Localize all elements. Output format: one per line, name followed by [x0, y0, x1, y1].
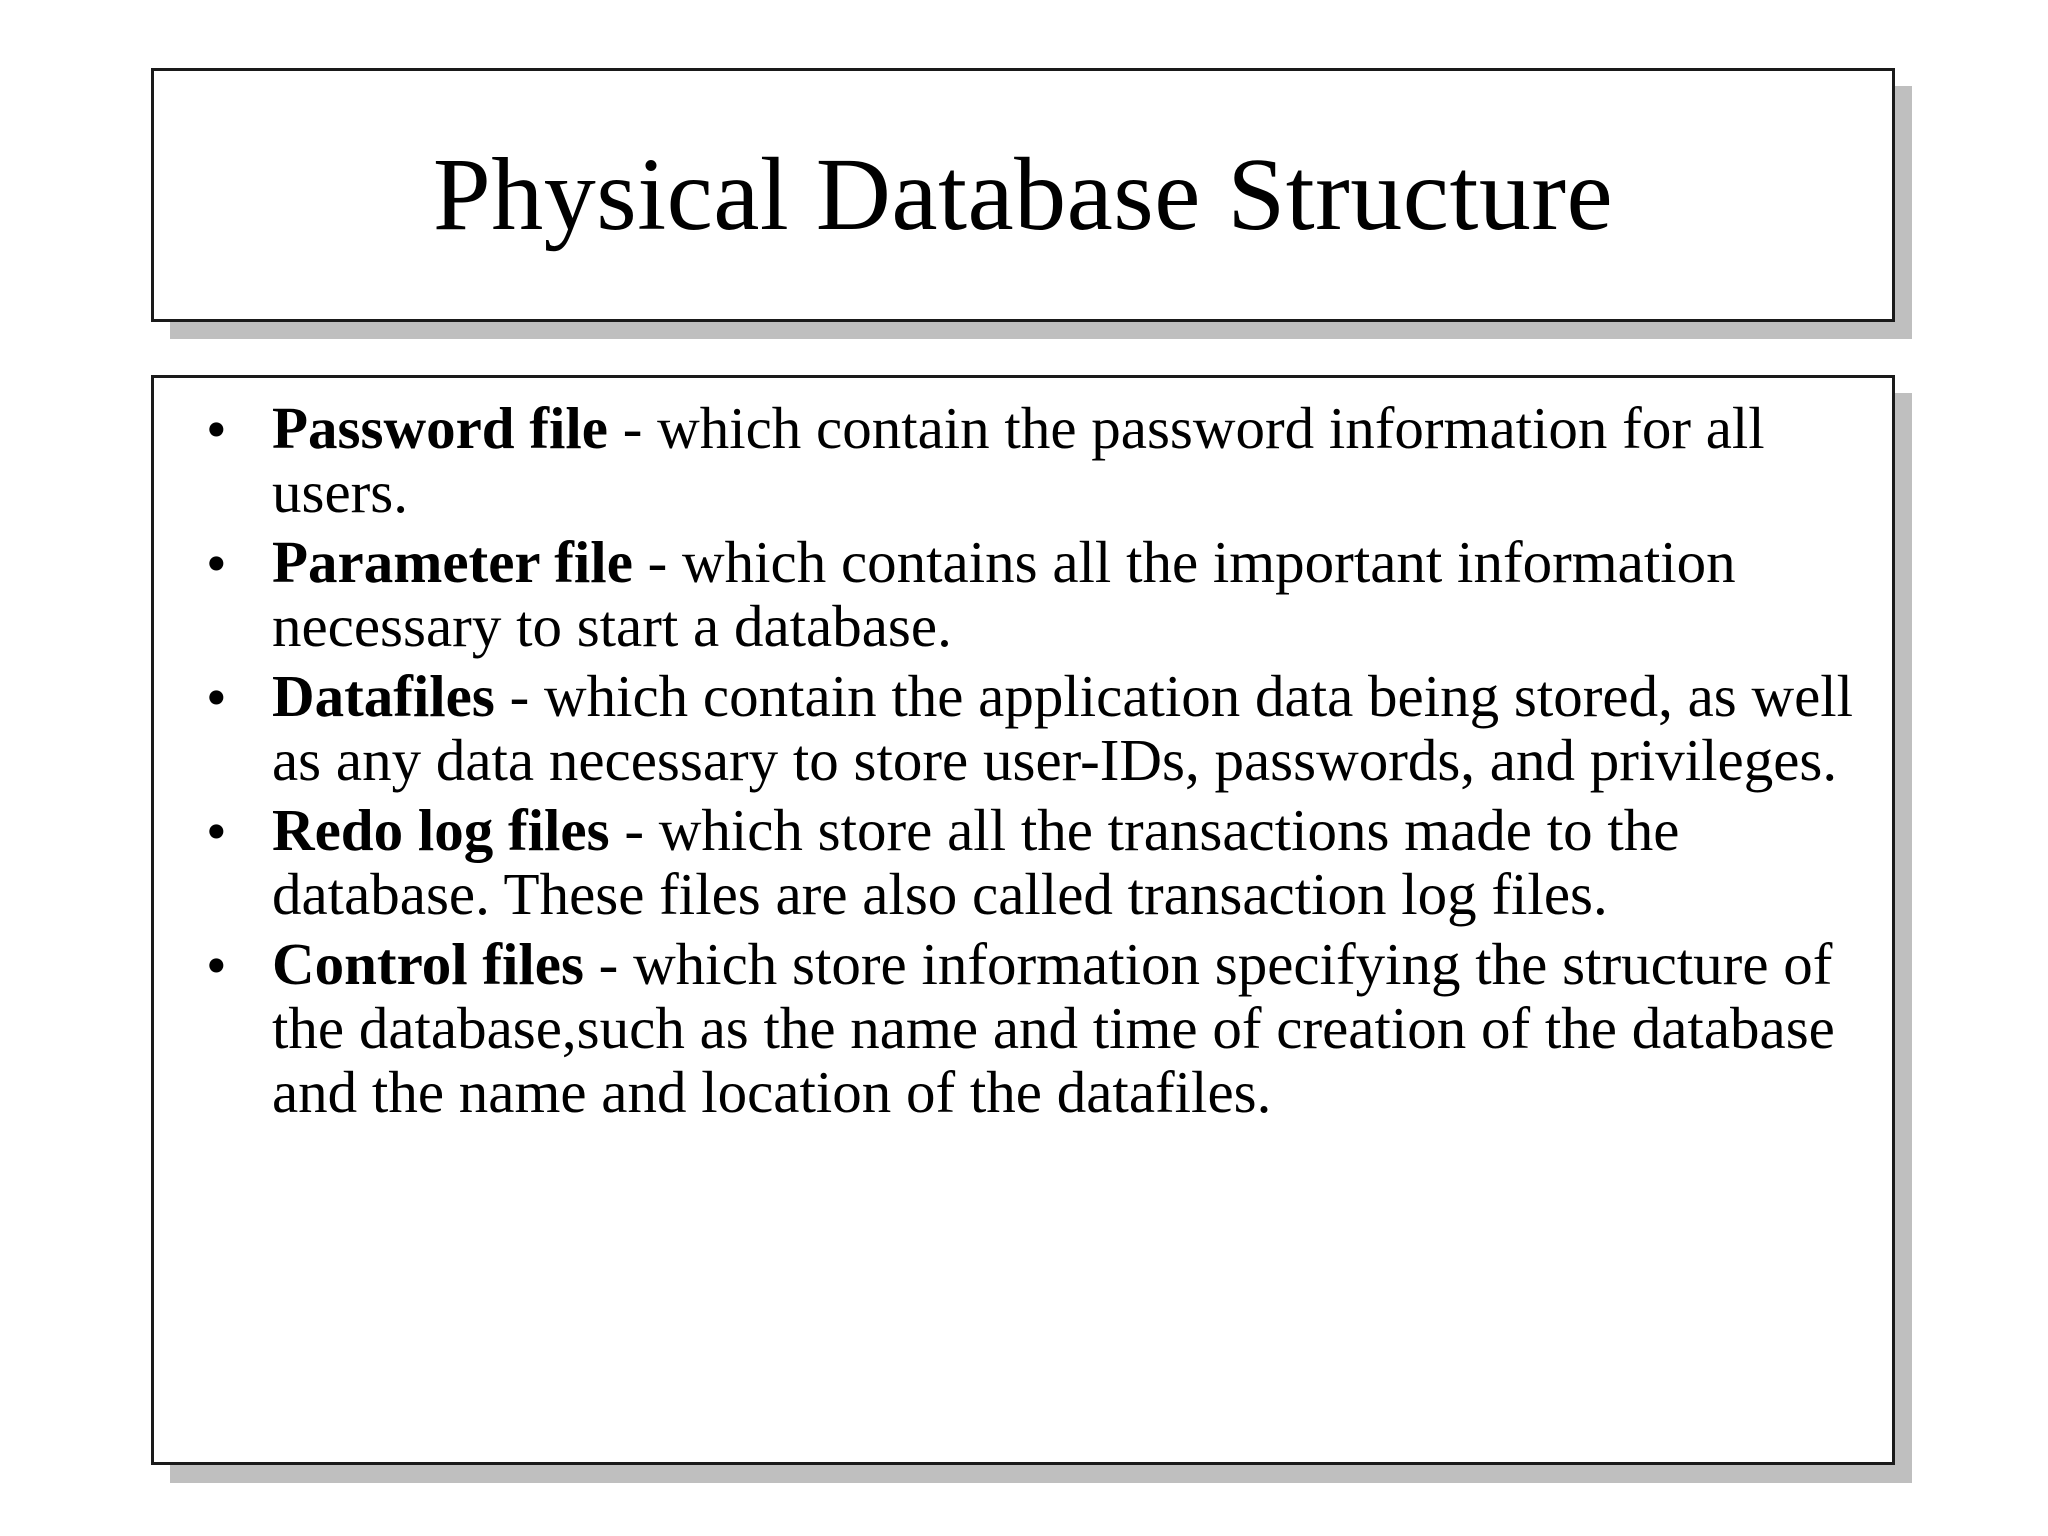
bullet-list: • Password file - which contain the passw… — [180, 396, 1866, 1124]
bullet-item[interactable]: • Password file - which contain the passw… — [180, 396, 1866, 524]
bullet-item[interactable]: • Datafiles - which contain the applicati… — [180, 664, 1866, 792]
bullet-description: - which contain the application data bei… — [272, 663, 1854, 793]
bullet-item[interactable]: • Control files - which store information… — [180, 932, 1866, 1124]
bullet-point-icon: • — [206, 396, 227, 463]
bullet-term: Redo log files — [272, 797, 610, 863]
bullet-point-icon: • — [206, 664, 227, 731]
bullet-description: - which store all the transactions made … — [272, 797, 1680, 927]
bullet-description: - which store information specifying the… — [272, 931, 1835, 1125]
bullet-description: - which contains all the important infor… — [272, 529, 1736, 659]
bullet-term: Control files — [272, 931, 584, 997]
bullet-term: Parameter file — [272, 529, 633, 595]
slide-content-box[interactable]: • Password file - which contain the passw… — [151, 375, 1895, 1465]
bullet-point-icon: • — [206, 798, 227, 865]
bullet-point-icon: • — [206, 530, 227, 597]
bullet-point-icon: • — [206, 932, 227, 999]
bullet-item[interactable]: • Redo log files - which store all the tr… — [180, 798, 1866, 926]
bullet-term: Datafiles — [272, 663, 495, 729]
bullet-item[interactable]: • Parameter file - which contains all the… — [180, 530, 1866, 658]
bullet-description: - which contain the password information… — [272, 395, 1765, 525]
slide-title-box[interactable]: Physical Database Structure — [151, 68, 1895, 322]
slide-title: Physical Database Structure — [432, 137, 1614, 253]
bullet-term: Password file — [272, 395, 608, 461]
